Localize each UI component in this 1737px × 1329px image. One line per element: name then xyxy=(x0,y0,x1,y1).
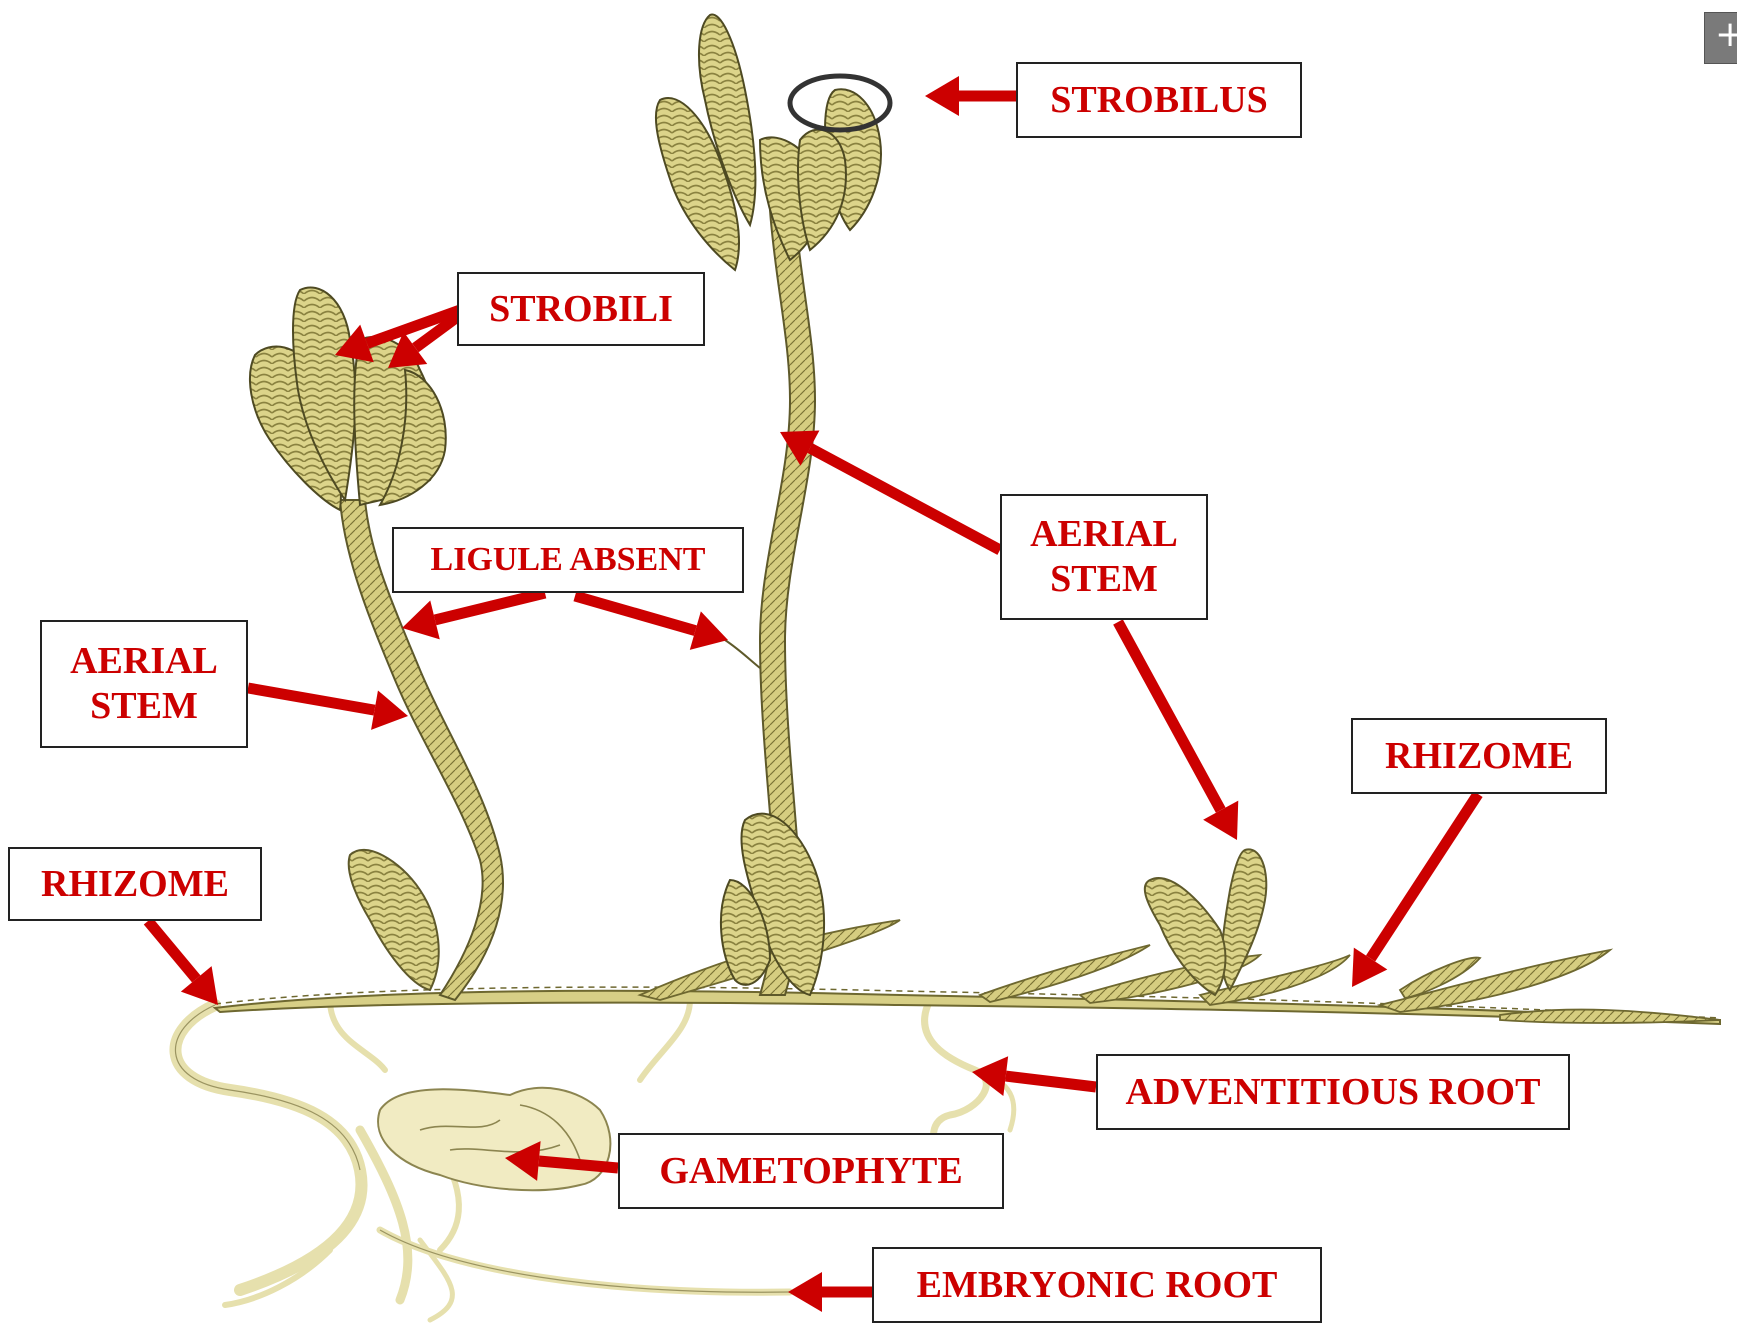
gametophyte-body xyxy=(378,1088,610,1190)
zoom-button[interactable]: + xyxy=(1704,12,1737,64)
label-strobili-text: STROBILI xyxy=(489,287,673,332)
small-leaf xyxy=(725,640,760,668)
label-aerial-stem-right: AERIAL STEM xyxy=(1000,494,1208,620)
arrow-ligule-right-head xyxy=(690,611,728,649)
label-ligule-absent: LIGULE ABSENT xyxy=(392,527,744,593)
arrow-aerial-stem-left-shaft xyxy=(248,688,375,710)
arrow-strobilus xyxy=(925,76,1016,116)
right-aerial-stem xyxy=(721,210,824,995)
label-adventitious-root-text: ADVENTITIOUS ROOT xyxy=(1126,1070,1541,1115)
label-strobilus: STROBILUS xyxy=(1016,62,1302,138)
arrow-strobilus-head xyxy=(925,76,959,116)
arrow-aerial-stem-down-shaft xyxy=(1118,622,1221,810)
label-aerial-stem-right-text: AERIAL STEM xyxy=(1030,512,1178,602)
arrow-ligule-right-shaft xyxy=(575,596,695,631)
arrow-aerial-stem-right-shaft xyxy=(810,448,1000,550)
arrow-aerial-stem-down xyxy=(1118,622,1238,840)
arrow-ligule-left-shaft xyxy=(435,593,545,620)
label-aerial-stem-left-text: AERIAL STEM xyxy=(70,639,218,729)
label-gametophyte-text: GAMETOPHYTE xyxy=(659,1149,962,1194)
arrow-adventitious-root-head xyxy=(972,1056,1008,1096)
arrow-aerial-stem-right xyxy=(780,430,1000,550)
arrow-rhizome-left xyxy=(148,921,218,1005)
label-strobilus-text: STROBILUS xyxy=(1050,78,1268,123)
embryonic-root-main xyxy=(175,1005,361,1290)
arrow-embryonic-root-head xyxy=(788,1272,822,1312)
arrow-rhizome-right-shaft xyxy=(1371,794,1478,959)
label-strobili: STROBILI xyxy=(457,272,705,346)
arrow-rhizome-left-shaft xyxy=(148,921,196,979)
arrow-embryonic-root xyxy=(788,1272,872,1312)
arrow-adventitious-root-shaft xyxy=(1006,1076,1096,1087)
label-gametophyte: GAMETOPHYTE xyxy=(618,1133,1004,1209)
arrow-ligule-left xyxy=(402,593,545,639)
arrow-aerial-stem-left xyxy=(248,688,408,730)
label-aerial-stem-left: AERIAL STEM xyxy=(40,620,248,748)
plus-icon: + xyxy=(1715,17,1737,53)
label-embryonic-root: EMBRYONIC ROOT xyxy=(872,1247,1322,1323)
lower-left-shoot xyxy=(349,850,439,990)
arrow-rhizome-right xyxy=(1352,794,1478,987)
label-rhizome-left-text: RHIZOME xyxy=(41,862,229,907)
top-strobili-cluster xyxy=(656,14,881,270)
label-rhizome-right: RHIZOME xyxy=(1351,718,1607,794)
arrow-ligule-left-head xyxy=(402,600,440,639)
label-embryonic-root-text: EMBRYONIC ROOT xyxy=(917,1263,1278,1308)
label-rhizome-left: RHIZOME xyxy=(8,847,262,921)
arrow-ligule-right xyxy=(575,596,728,650)
arrow-gametophyte-shaft xyxy=(539,1161,618,1168)
label-rhizome-right-text: RHIZOME xyxy=(1385,734,1573,779)
arrow-adventitious-root xyxy=(972,1056,1096,1096)
label-adventitious-root: ADVENTITIOUS ROOT xyxy=(1096,1054,1570,1130)
label-ligule-absent-text: LIGULE ABSENT xyxy=(431,540,706,580)
